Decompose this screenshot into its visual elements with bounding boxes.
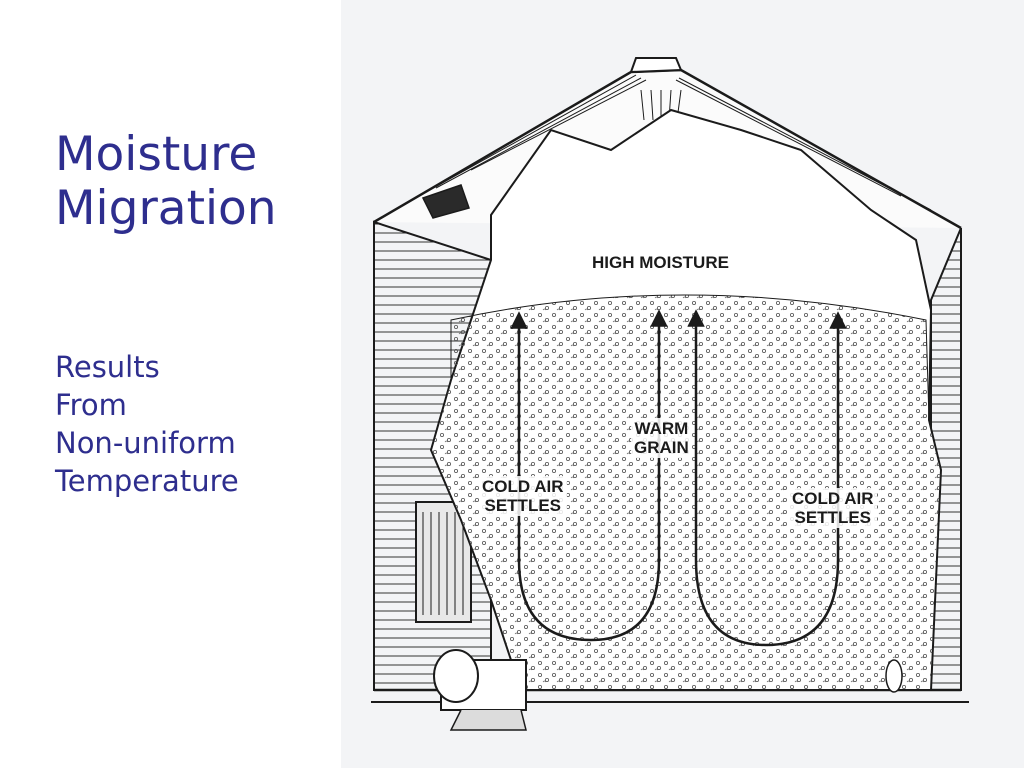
title-line-1: Moisture <box>55 127 258 182</box>
label-cold-air-left: COLD AIR SETTLES <box>479 476 567 516</box>
grain-bin-illustration: HIGH MOISTURE WARM GRAIN COLD AIR SETTLE… <box>341 0 1024 768</box>
label-cold-air-right-2: SETTLES <box>794 508 872 527</box>
subtitle-line-4: Temperature <box>55 464 239 498</box>
label-warm-grain: WARM GRAIN <box>631 418 692 458</box>
label-cold-air-left-1: COLD AIR <box>482 477 564 496</box>
label-cold-air-left-2: SETTLES <box>484 496 562 515</box>
grain-mass <box>430 294 942 691</box>
left-loop-arrow <box>510 309 668 642</box>
slide-title: Moisture Migration <box>55 128 335 236</box>
label-cold-air-right: COLD AIR SETTLES <box>789 488 877 528</box>
aeration-fan <box>433 649 903 731</box>
label-grain: GRAIN <box>634 438 689 457</box>
subtitle-line-2: From <box>55 388 127 422</box>
label-high-moisture: HIGH MOISTURE <box>589 252 732 273</box>
slide-subtitle: Results From Non-uniform Temperature <box>55 348 335 500</box>
convection-arrows <box>510 309 847 647</box>
subtitle-line-1: Results <box>55 350 160 384</box>
right-loop-arrow <box>687 309 847 647</box>
label-cold-air-right-1: COLD AIR <box>792 489 874 508</box>
grain-bin-drawing <box>371 57 969 731</box>
title-line-2: Migration <box>55 181 277 236</box>
subtitle-line-3: Non-uniform <box>55 426 236 460</box>
label-warm: WARM <box>634 419 689 438</box>
